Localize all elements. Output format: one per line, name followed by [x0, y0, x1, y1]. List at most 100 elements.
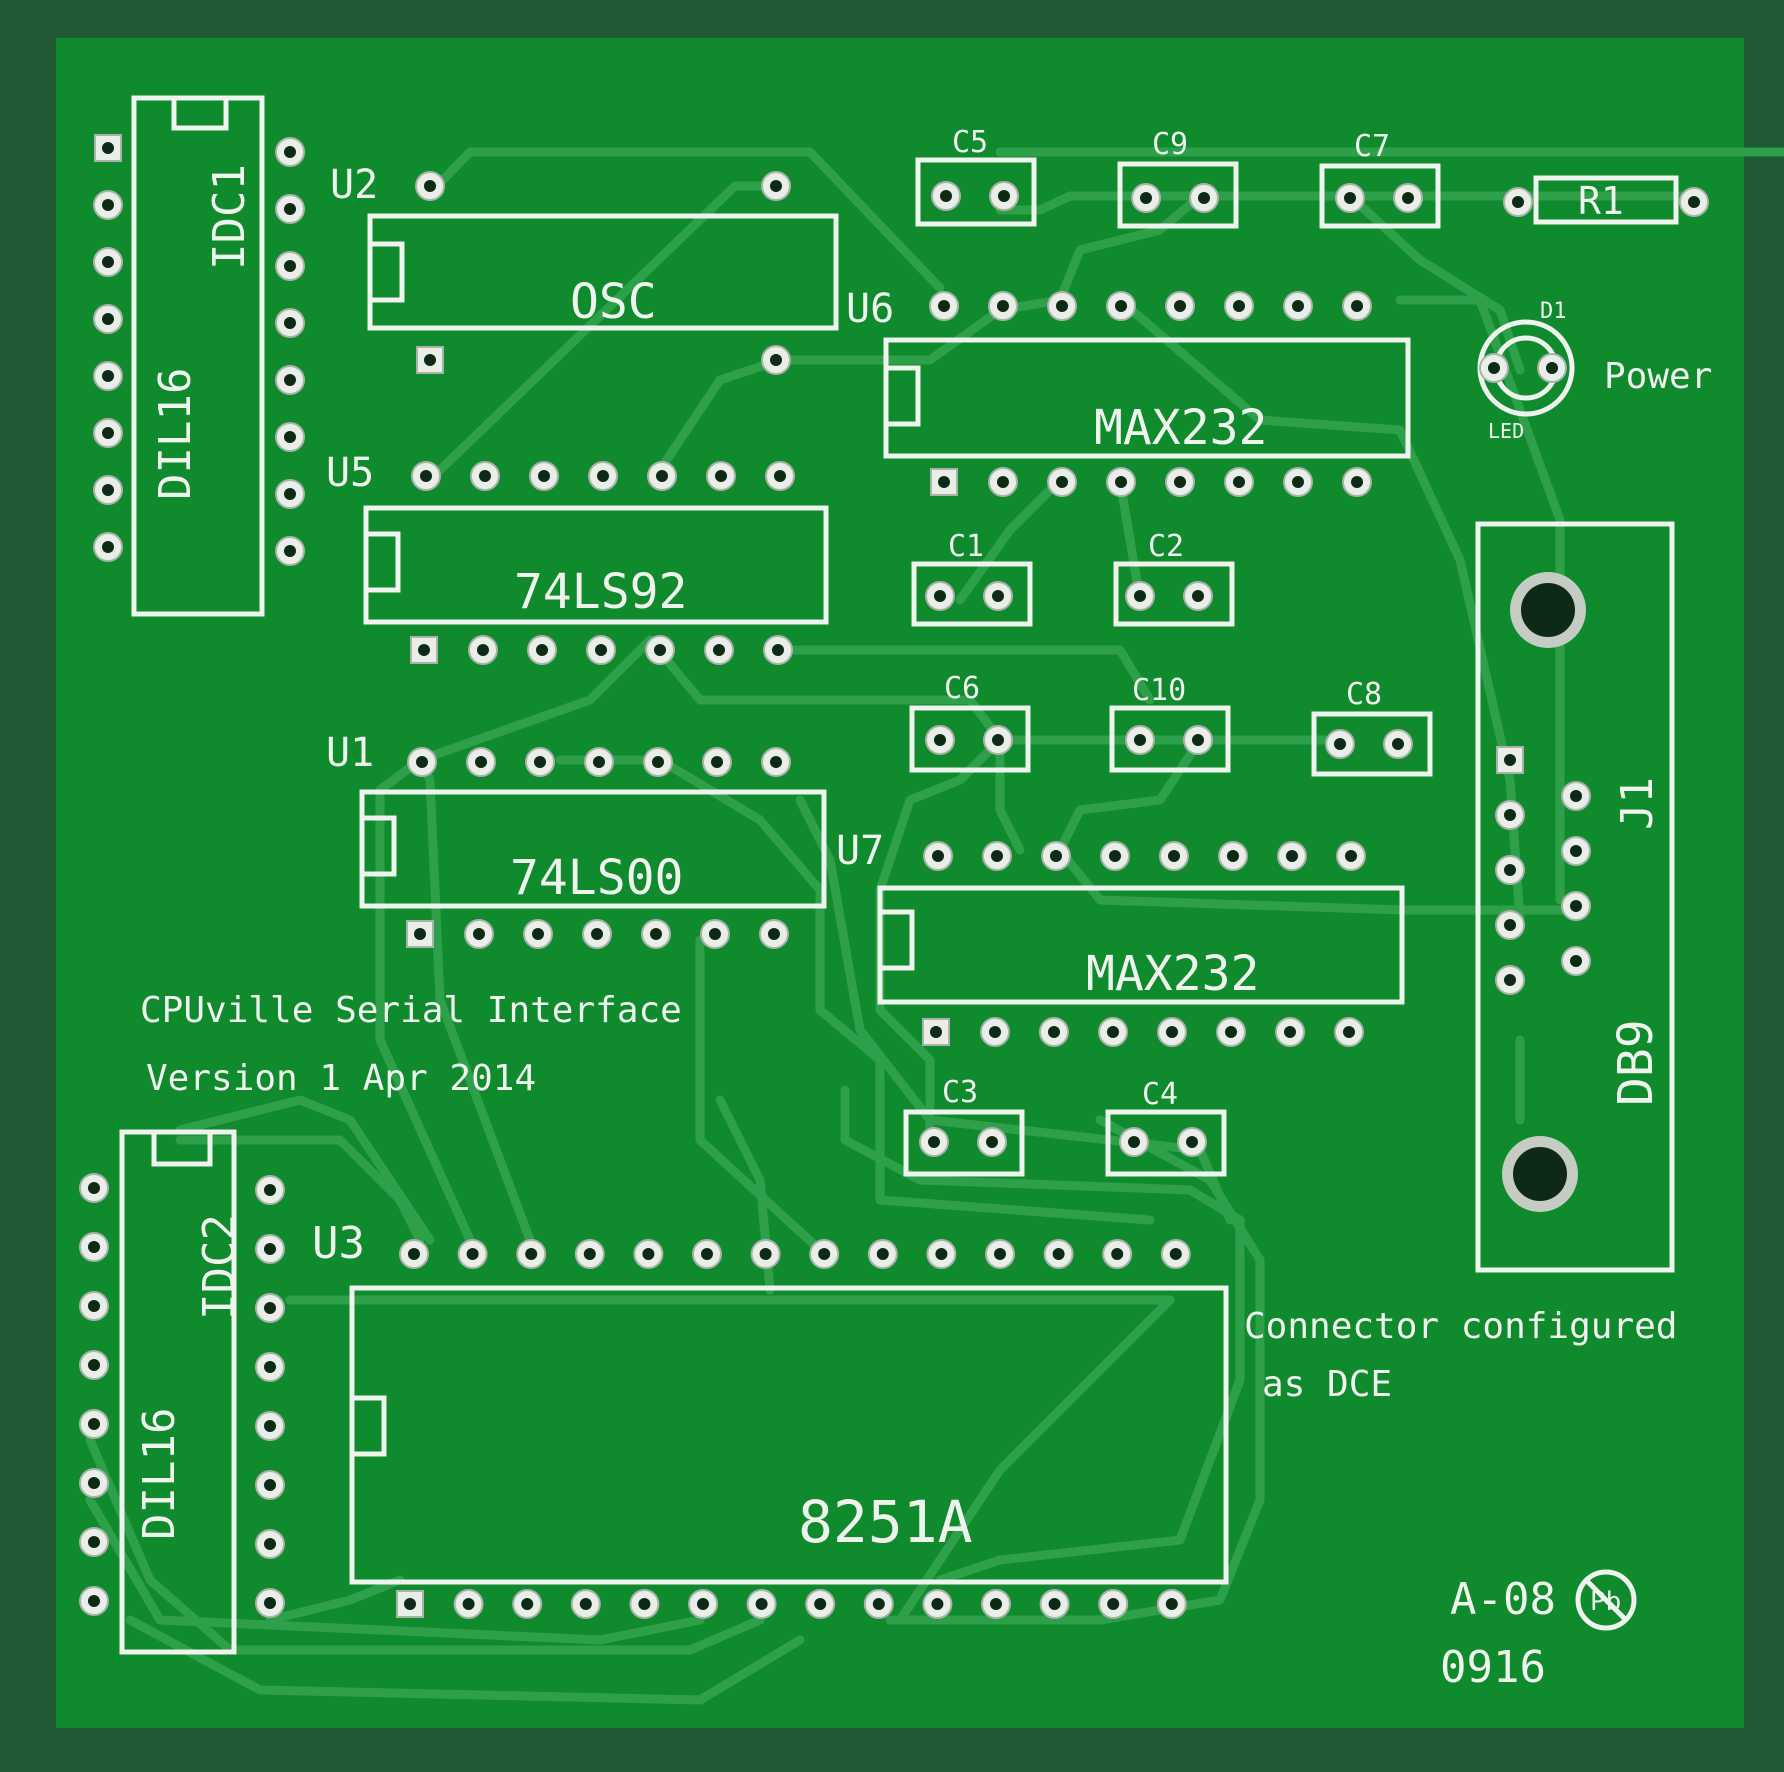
u5-bottom-pad-drill — [477, 644, 489, 656]
c9-outline — [1117, 161, 1239, 229]
u7-bottom-pad-drill — [989, 1026, 1001, 1038]
j1-left-pad-drill — [1504, 864, 1516, 876]
label-u3: U3 — [312, 1218, 365, 1269]
label-c7: C7 — [1354, 129, 1390, 164]
idc1-left-pad-drill — [102, 313, 114, 325]
u5-bottom-pad — [410, 636, 438, 664]
capacitor-pad-drill — [1402, 192, 1414, 204]
idc1-left-pad-drill — [102, 142, 114, 154]
u5-top-pad-drill — [420, 470, 432, 482]
u3-bottom-pad-drill — [872, 1598, 885, 1610]
u7-top-pad-drill — [991, 850, 1003, 862]
capacitor-pad-drill — [1198, 192, 1210, 204]
u1-notch — [359, 815, 397, 877]
idc2-right-pad-drill — [264, 1243, 276, 1255]
u5-bottom-pad-drill — [595, 644, 607, 656]
j1-right-pad-drill — [1570, 955, 1582, 967]
title-line2: Version 1 Apr 2014 — [146, 1058, 536, 1099]
idc2-left-pad-drill — [88, 1595, 100, 1607]
u3-top-pad-drill — [876, 1248, 889, 1260]
label-osc: OSC — [570, 274, 657, 330]
u1-bottom-pad-drill — [650, 928, 662, 940]
fab-code: A-08 — [1450, 1574, 1556, 1625]
idc2-left-pad-drill — [88, 1182, 100, 1194]
j1-left-pad-drill — [1504, 974, 1516, 986]
capacitor-pad-drill — [1186, 1136, 1198, 1148]
u1-top-pad-drill — [593, 756, 605, 768]
label-r1: R1 — [1578, 179, 1624, 223]
u5-top-pad-drill — [479, 470, 491, 482]
label-u5: U5 — [326, 450, 374, 496]
u3-top-pad-drill — [408, 1248, 420, 1260]
capacitor-pad-drill — [928, 1136, 940, 1148]
label-max232-bottom: MAX232 — [1086, 946, 1259, 1002]
u3-bottom-pad-drill — [814, 1598, 827, 1610]
label-c3: C3 — [942, 1075, 978, 1110]
u6-top-pad-drill — [1233, 300, 1245, 312]
u7-top-pad-drill — [1345, 850, 1357, 862]
label-led: LED — [1488, 419, 1524, 443]
u1-top-pad-drill — [711, 756, 723, 768]
u6-bottom-pad-drill — [1174, 476, 1186, 488]
label-c10: C10 — [1132, 673, 1186, 708]
label-u6: U6 — [846, 286, 894, 332]
u3-bottom-pad-drill — [404, 1598, 416, 1610]
u7-bottom-pad-drill — [930, 1026, 942, 1038]
u3-top-pad-drill — [1052, 1248, 1065, 1260]
capacitor-pad-drill — [1192, 590, 1204, 602]
u5-bottom-pad-drill — [772, 644, 784, 656]
j1-left-pad-drill — [1504, 919, 1516, 931]
connector-note-line2: as DCE — [1262, 1364, 1392, 1405]
idc2-right-pad-drill — [264, 1538, 276, 1550]
idc2-right-pad-drill — [264, 1479, 276, 1491]
osc-notch — [367, 241, 405, 303]
idc2-left-pad-drill — [88, 1418, 100, 1430]
u3-top-pad-drill — [701, 1248, 713, 1260]
label-c1: C1 — [948, 529, 984, 564]
date-code: 0916 — [1440, 1642, 1546, 1693]
u1-bottom-pad-drill — [709, 928, 721, 940]
u6-top-pad-drill — [1292, 300, 1304, 312]
label-74ls92: 74LS92 — [514, 564, 687, 620]
u5-bottom-pad-drill — [536, 644, 548, 656]
u5-top-pad-drill — [656, 470, 668, 482]
capacitor-pad-drill — [986, 1136, 998, 1148]
capacitor-pad-drill — [1128, 1136, 1140, 1148]
u3-notch — [349, 1395, 387, 1457]
label-idc1: IDC1 — [204, 164, 255, 270]
idc1-left-pad-drill — [102, 484, 114, 496]
u1-top-pad-drill — [652, 756, 664, 768]
label-c6: C6 — [944, 671, 980, 706]
u6-bottom-pad-drill — [997, 476, 1009, 488]
component-pads — [79, 134, 1709, 1619]
u3-top-pad-drill — [935, 1248, 948, 1260]
u6-bottom-pad — [930, 468, 958, 496]
u3-top-pad-drill — [1111, 1248, 1124, 1260]
idc1-left-pad-drill — [102, 199, 114, 211]
idc2-left-pad-drill — [88, 1300, 100, 1312]
u6-top-pad-drill — [938, 300, 950, 312]
pcb-board — [56, 38, 1744, 1728]
label-c8: C8 — [1346, 677, 1382, 712]
c7-outline — [1319, 163, 1441, 229]
u7-top-pad-drill — [1227, 850, 1239, 862]
u7-bottom-pad-drill — [1048, 1026, 1060, 1038]
u3-bottom-pad-drill — [638, 1598, 651, 1610]
idc1-left-pad-drill — [102, 541, 114, 553]
idc1-left-pad-drill — [102, 370, 114, 382]
u7-top-pad-drill — [932, 850, 944, 862]
u5-bottom-pad-drill — [654, 644, 666, 656]
d1-pad-drill — [1546, 362, 1558, 374]
u1-bottom-pad-drill — [532, 928, 544, 940]
label-u7: U7 — [836, 828, 884, 874]
capacitor-pad-drill — [934, 734, 946, 746]
idc2-left-pad-drill — [88, 1477, 100, 1489]
u3-top-pad-drill — [466, 1248, 479, 1260]
u1-bottom-pad-drill — [768, 928, 780, 940]
idc1-right-pad-drill — [284, 317, 296, 329]
label-c9: C9 — [1152, 127, 1188, 162]
u6-top-pad-drill — [997, 300, 1009, 312]
u6-bottom-pad-drill — [938, 476, 950, 488]
u6-top-pad-drill — [1056, 300, 1068, 312]
